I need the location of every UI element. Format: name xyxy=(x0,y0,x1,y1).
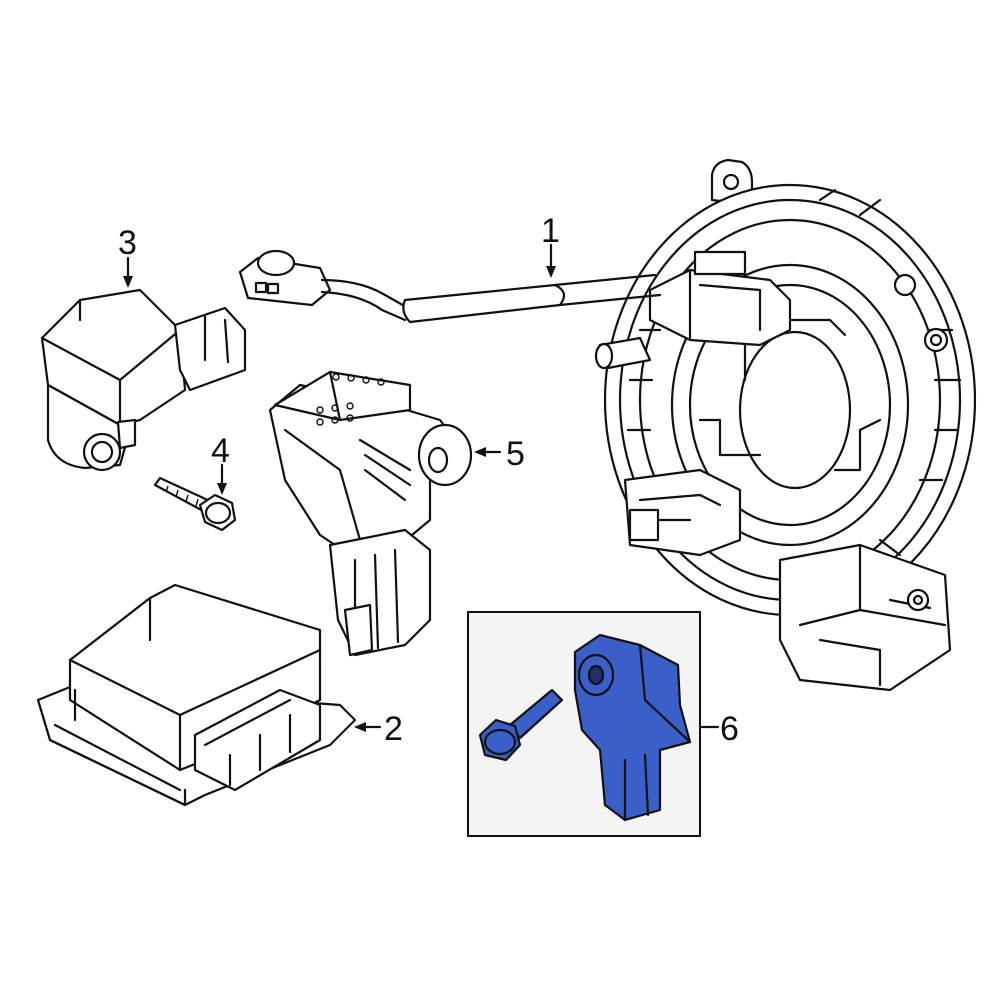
callout-2: 2 xyxy=(384,710,403,748)
highlighted-sensor xyxy=(573,633,692,822)
clockspring-assembly xyxy=(238,158,977,692)
callout-3: 3 xyxy=(118,224,137,262)
callout-6: 6 xyxy=(720,710,739,748)
callout-5: 5 xyxy=(506,435,525,473)
callout-1: 1 xyxy=(541,212,560,250)
inset-panel xyxy=(467,611,701,837)
front-impact-sensor xyxy=(268,370,473,657)
leader-lines xyxy=(123,243,720,732)
control-module xyxy=(36,583,357,807)
callout-4: 4 xyxy=(211,432,230,470)
bolt xyxy=(153,476,237,532)
impact-sensor xyxy=(40,288,247,472)
highlighted-bolt xyxy=(478,688,564,762)
